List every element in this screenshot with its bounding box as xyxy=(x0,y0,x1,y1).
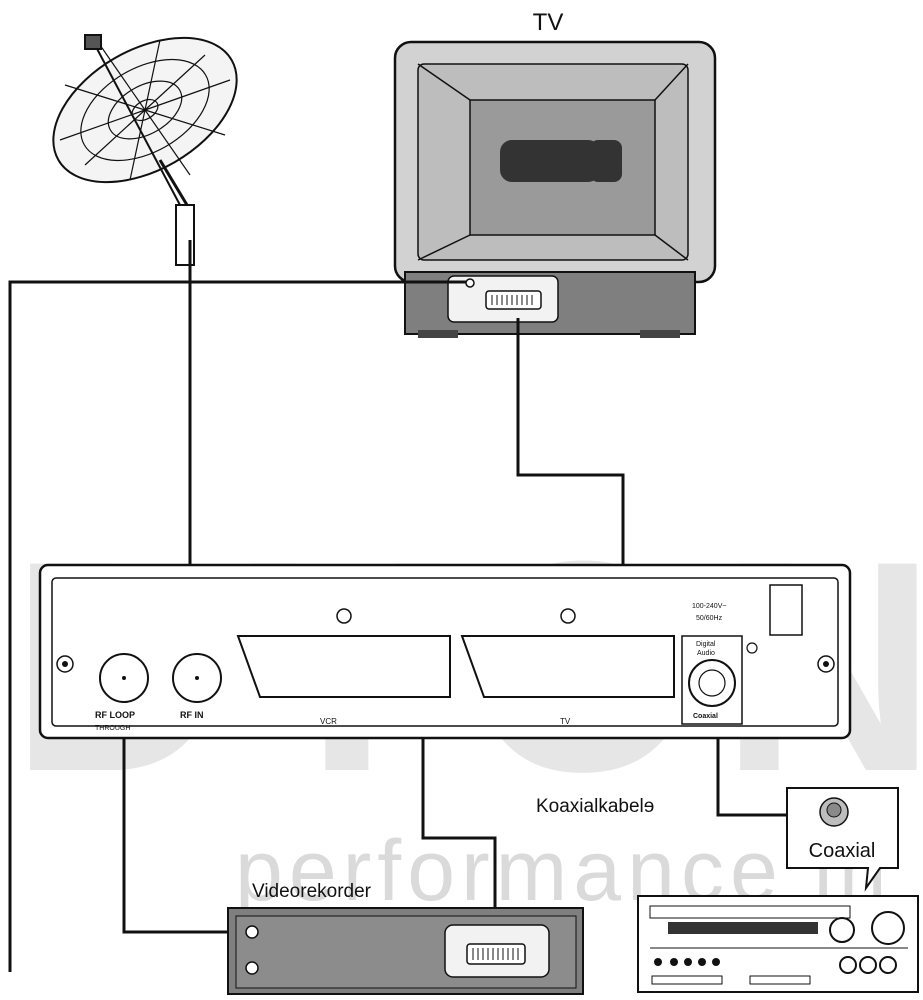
tv-scart-socket-receiver xyxy=(460,635,675,698)
rf-loop-sublabel: THROUGH xyxy=(95,725,130,732)
vcr-rf-out-port xyxy=(245,961,259,975)
satellite-dish xyxy=(52,34,238,266)
callout-bubble xyxy=(786,787,899,892)
amplifier-display xyxy=(668,922,818,934)
dish-mount xyxy=(158,159,192,211)
vcr-scart-socket xyxy=(236,635,451,698)
cable-vcr-scart xyxy=(421,668,497,945)
vcr-scart-label: VCR xyxy=(320,717,337,726)
power-sublabel: 50/60Hz xyxy=(696,615,723,622)
vcr-scart-socket xyxy=(466,943,526,965)
vcr-label: Videorekorder xyxy=(252,881,372,902)
rf-loop-label: RF LOOP xyxy=(95,710,135,720)
tv-scart-label: TV xyxy=(560,717,571,726)
coaxial-port-label: Coaxial xyxy=(693,713,718,720)
receiver-rear-panel: RF LOOP THROUGH RF IN VCR TV 100-240V~ 5… xyxy=(38,563,852,740)
digital-coaxial-port xyxy=(688,659,736,707)
vcr-device xyxy=(227,907,584,995)
power-cord-outlet xyxy=(769,584,803,636)
amplifier-body xyxy=(637,895,919,993)
cable-rf-loop-to-vcr xyxy=(122,690,250,934)
lnb-arm xyxy=(94,44,181,206)
tv-screen-highlight xyxy=(500,140,600,182)
tv-set xyxy=(393,40,717,338)
coax-cable-label: Koaxialkabelɘ xyxy=(536,796,654,817)
tv-scart-socket xyxy=(485,290,542,310)
amplifier-knob-right xyxy=(871,911,905,945)
tv-scart-screw xyxy=(560,608,576,624)
lnb xyxy=(84,34,102,50)
coaxial-callout: Coaxial xyxy=(786,787,899,892)
audio-amplifier xyxy=(637,895,919,993)
amplifier-knob-left xyxy=(829,917,855,943)
vcr-rf-in-port xyxy=(245,925,259,939)
coaxial-callout-label: Coaxial xyxy=(809,840,876,862)
cable-rf-to-tv xyxy=(8,280,466,972)
vcr-scart-screw xyxy=(336,608,352,624)
rf-in-label: RF IN xyxy=(180,710,204,720)
tv-label: TV xyxy=(533,9,564,36)
digital-label: Digital xyxy=(696,641,716,648)
tv-antenna-input xyxy=(465,278,475,288)
power-label: 100-240V~ xyxy=(692,603,726,610)
audio-label: Audio xyxy=(697,650,715,657)
